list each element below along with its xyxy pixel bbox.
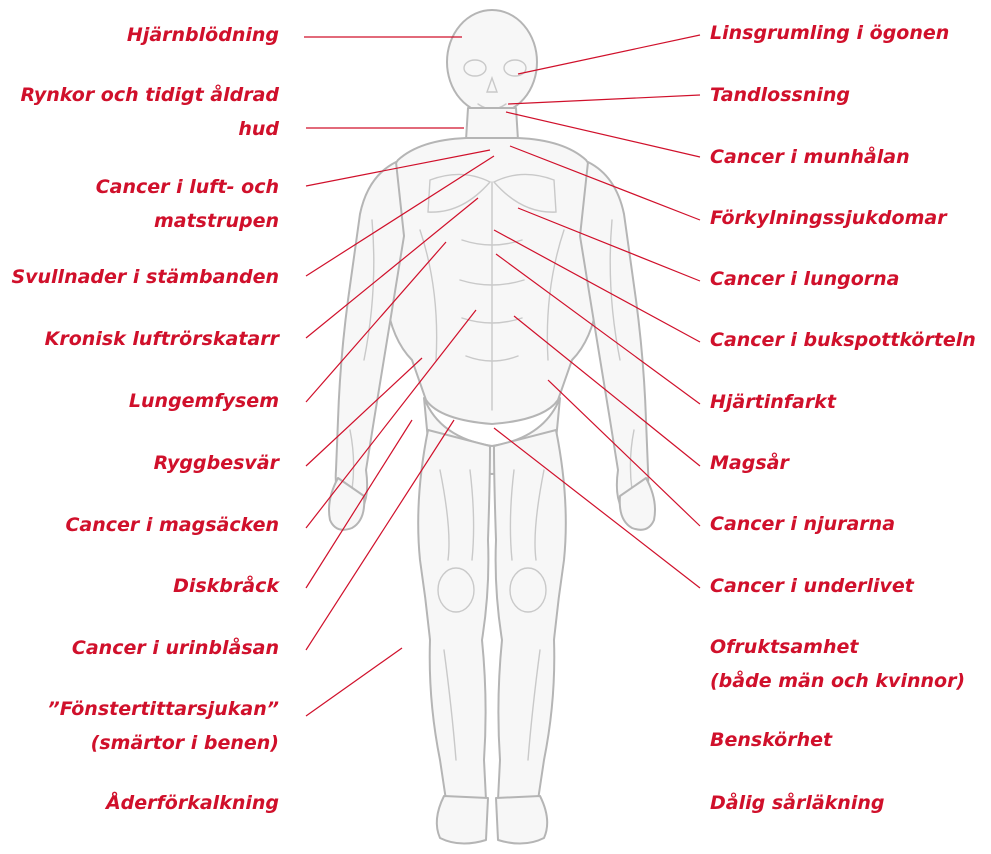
leader-cancer-underlivet: [494, 428, 700, 588]
leader-cancer-luftstrupen: [306, 150, 490, 186]
label-cancer-underlivet: Cancer i underlivet: [710, 569, 914, 603]
leader-linsgrumling: [518, 35, 700, 74]
leader-diskbrack: [306, 420, 412, 588]
label-cancer-lungorna: Cancer i lungorna: [710, 262, 900, 296]
leader-cancer-magsacken: [306, 310, 476, 528]
label-fonstertittarsjukan: ”Fönstertittarsjukan” (smärtor i benen): [48, 692, 280, 760]
label-dalig-sarlakning: Dålig sårläkning: [710, 786, 884, 820]
label-hjartinfarkt: Hjärtinfarkt: [710, 385, 836, 419]
leader-magsar: [514, 316, 700, 466]
label-cancer-urinblasan: Cancer i urinblåsan: [72, 631, 279, 665]
leader-tandlossning: [508, 95, 700, 104]
leader-fonstertittarsjukan: [306, 648, 402, 716]
label-aderforkalkning: Åderförkalkning: [106, 786, 279, 820]
label-magsar: Magsår: [710, 446, 789, 480]
label-svullnader: Svullnader i stämbanden: [11, 260, 279, 294]
label-benskorhet: Benskörhet: [710, 723, 832, 757]
leader-cancer-munhalan: [506, 112, 700, 157]
leader-svullnader: [306, 156, 494, 276]
label-diskbrack: Diskbråck: [173, 569, 279, 603]
leader-cancer-lungorna: [518, 208, 700, 281]
leader-luftrorskatarr: [306, 198, 478, 338]
label-cancer-munhalan: Cancer i munhålan: [710, 140, 910, 174]
label-rynkor: Rynkor och tidigt åldrad hud: [20, 78, 279, 146]
label-lungemfysem: Lungemfysem: [129, 384, 279, 418]
label-forkylning: Förkylningssjukdomar: [710, 201, 947, 235]
label-luftrorskatarr: Kronisk luftrörskatarr: [45, 322, 279, 356]
label-hjarnblodning: Hjärnblödning: [127, 18, 279, 52]
label-ryggbesvar: Ryggbesvär: [154, 446, 279, 480]
leader-cancer-njurarna: [548, 380, 700, 526]
leader-lungemfysem: [306, 242, 446, 402]
label-ofruktsamhet: Ofruktsamhet (både män och kvinnor): [710, 630, 965, 698]
label-cancer-magsacken: Cancer i magsäcken: [65, 508, 279, 542]
leader-ryggbesvar: [306, 358, 422, 466]
label-cancer-njurarna: Cancer i njurarna: [710, 507, 895, 541]
leader-hjartinfarkt: [496, 254, 700, 404]
leader-cancer-urinblasan: [306, 420, 454, 650]
label-cancer-bukspott: Cancer i bukspottkörteln: [710, 323, 976, 357]
label-cancer-luftstrupen: Cancer i luft- och matstrupen: [96, 170, 279, 238]
label-tandlossning: Tandlossning: [710, 78, 850, 112]
leader-forkylning: [510, 146, 700, 220]
label-linsgrumling: Linsgrumling i ögonen: [710, 16, 949, 50]
